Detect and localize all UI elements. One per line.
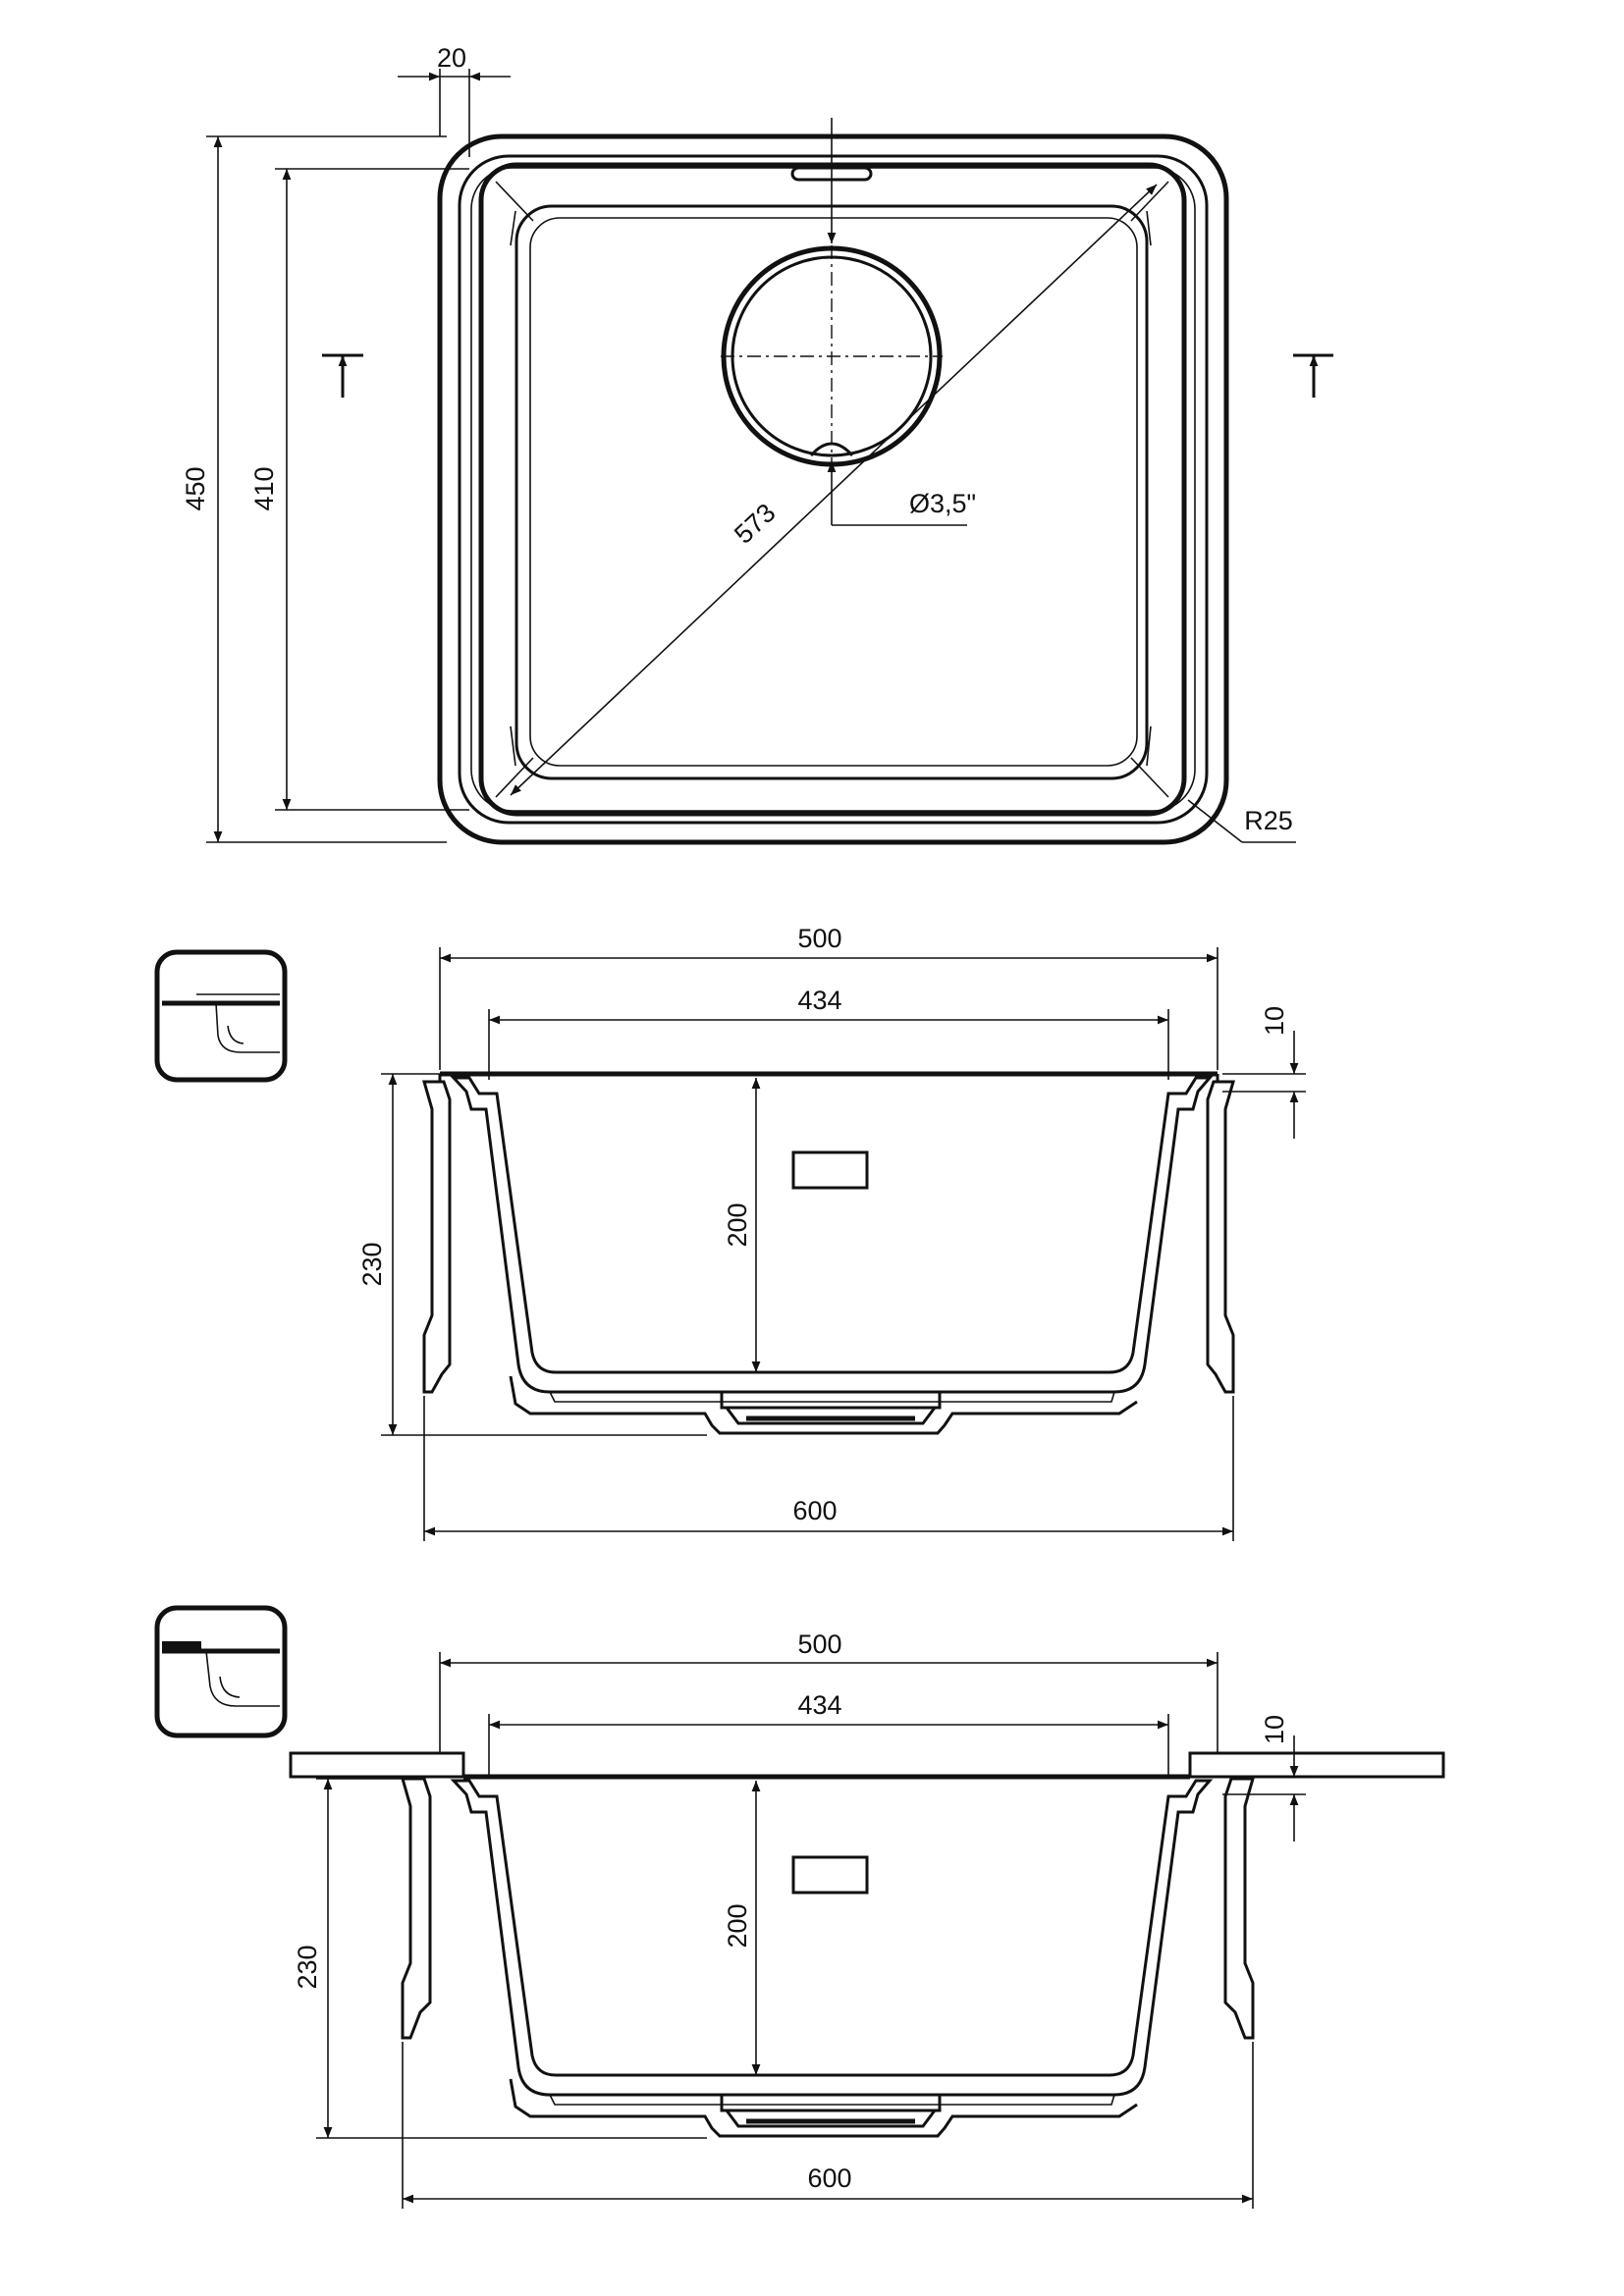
s1-drain-flange <box>720 1390 942 1410</box>
s2-countertop-right <box>1188 1751 1445 1779</box>
s2-cabinet-wall-left <box>401 1777 432 2040</box>
s2-dim-total-height-label: 230 <box>293 1945 322 1989</box>
s2-countertop-left <box>289 1751 465 1779</box>
section-marker-left <box>322 353 363 398</box>
dim-outer-depth-label: 450 <box>181 466 210 510</box>
s1-bowl-wall <box>450 1076 1214 1394</box>
dim-diagonal-label: 573 <box>729 498 781 550</box>
s1-dim-bowl-width-label: 434 <box>797 986 841 1015</box>
s1-cabinet-wall-right <box>1206 1080 1235 1394</box>
dim-rim-label: 20 <box>437 43 466 73</box>
s1-overflow-slot <box>791 1150 869 1190</box>
dim-drain-label: Ø3,5" <box>909 489 976 518</box>
s1-cabinet-wall-left <box>422 1080 452 1394</box>
s1-dim-bowl-height-label: 200 <box>723 1202 752 1247</box>
bowl-outer-edge <box>478 162 1187 817</box>
s2-cabinet-wall-right <box>1223 1777 1255 2040</box>
s2-dim-outer-width-label: 500 <box>797 1629 841 1659</box>
s2-bowl-wall <box>450 1779 1214 2097</box>
s1-dim-outer-width-label: 500 <box>797 924 841 953</box>
sink-rim-inner-edge <box>458 154 1209 825</box>
s2-overflow-slot <box>791 1855 869 1895</box>
mounting-icon-under <box>154 1605 288 1738</box>
section-view-1: 500 434 10 200 <box>154 924 1306 1541</box>
s1-dim-cabinet-width-label: 600 <box>792 1496 837 1525</box>
sink-outer-rim <box>437 133 1229 845</box>
section-view-2: 500 434 10 200 230 <box>154 1605 1445 2209</box>
top-view: 20 450 410 573 Ø3,5" R25 <box>181 43 1333 845</box>
section-marker-right <box>1293 353 1333 398</box>
s2-dim-cabinet-width-label: 600 <box>807 2163 851 2193</box>
s2-drain-flange <box>720 2093 942 2112</box>
dim-radius-label: R25 <box>1244 806 1293 835</box>
s1-dim-rim-label: 10 <box>1260 1006 1289 1036</box>
s2-dim-bowl-height-label: 200 <box>723 1903 752 1948</box>
s2-dim-rim-label: 10 <box>1260 1715 1289 1744</box>
dim-bowl-depth-label: 410 <box>249 466 279 510</box>
s1-dim-total-height-label: 230 <box>357 1242 387 1286</box>
mounting-icon-top <box>154 949 288 1083</box>
s2-dim-bowl-width-label: 434 <box>797 1690 841 1720</box>
